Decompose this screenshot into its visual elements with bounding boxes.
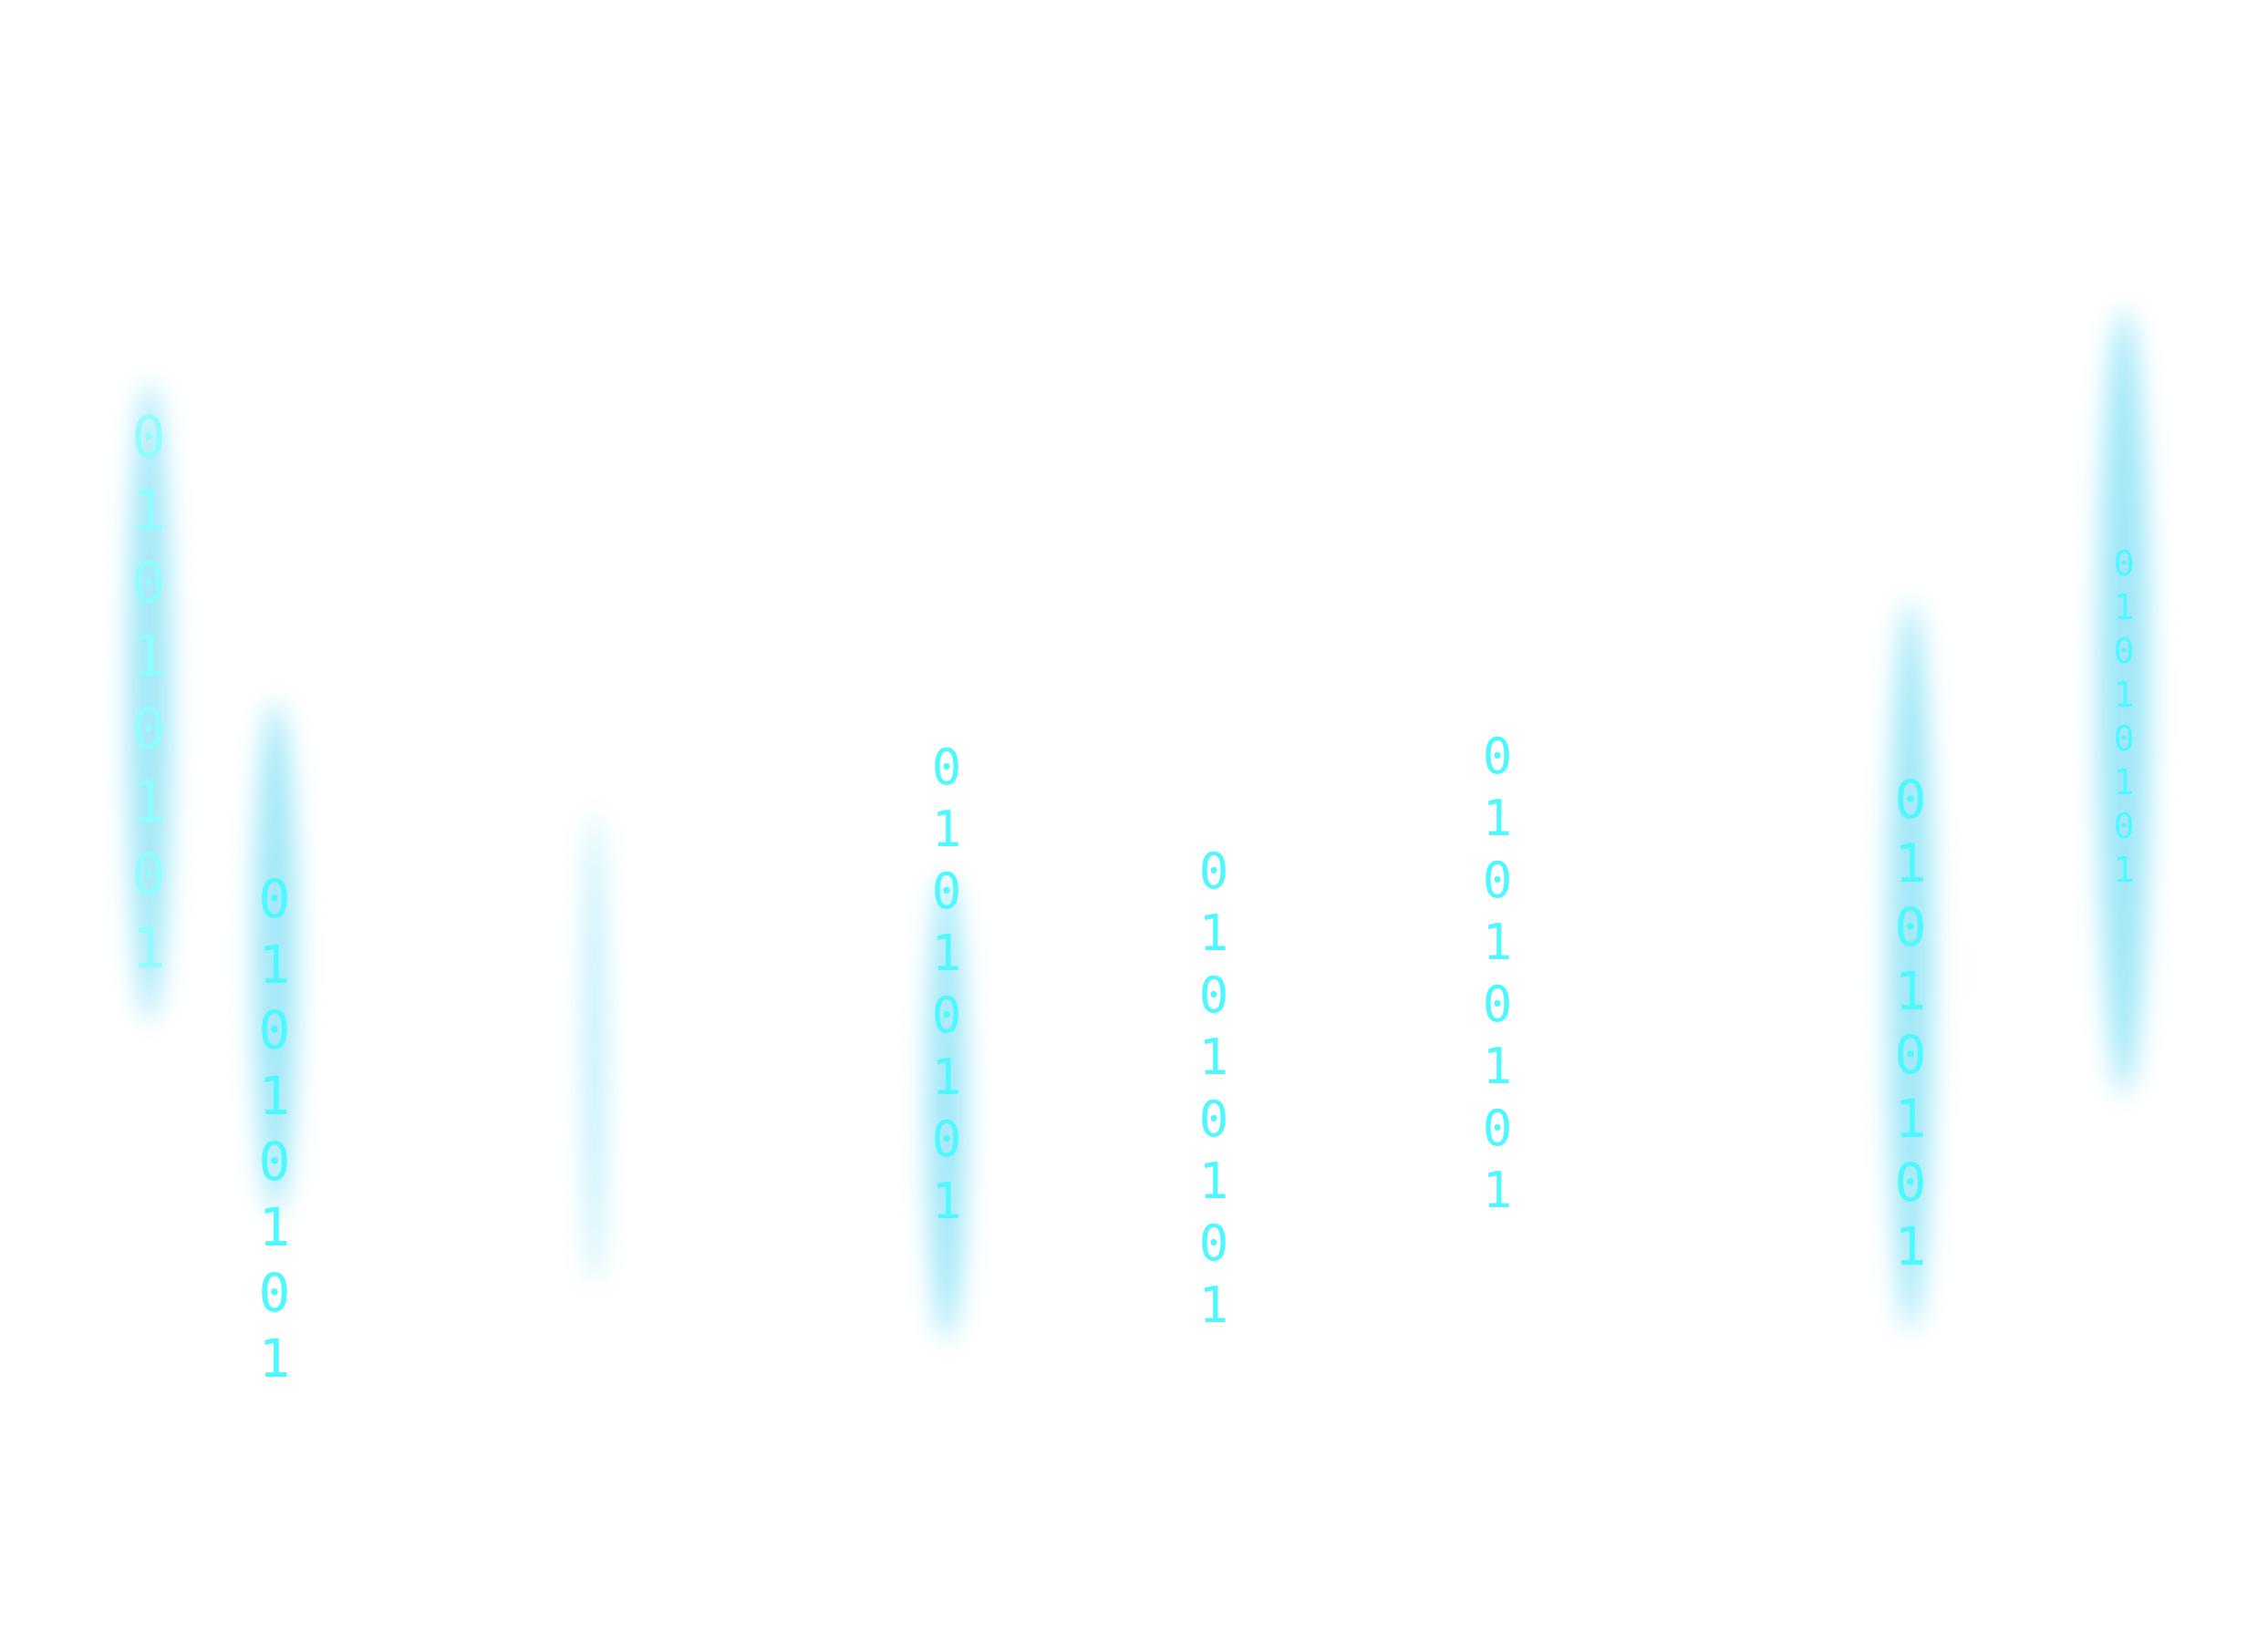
binary-column-7: 01010101 (1894, 769, 1927, 1277)
binary-column-4: 01010101 (931, 739, 962, 1230)
binary-column-2: 01010101 (258, 868, 291, 1390)
binary-column-6: 01010101 (1482, 728, 1513, 1219)
glow-streak-8 (2097, 310, 2150, 1094)
binary-column-8: 01010101 (2113, 543, 2135, 890)
binary-column-5: 01010101 (1198, 842, 1229, 1334)
glow-streak-7 (1888, 602, 1933, 1331)
glow-streak-3 (587, 811, 602, 1286)
binary-column-1: 01010101 (131, 404, 166, 981)
glow-streak-4 (927, 875, 967, 1340)
glow-streak-1 (128, 383, 171, 1021)
glow-streak-2 (254, 702, 297, 1213)
